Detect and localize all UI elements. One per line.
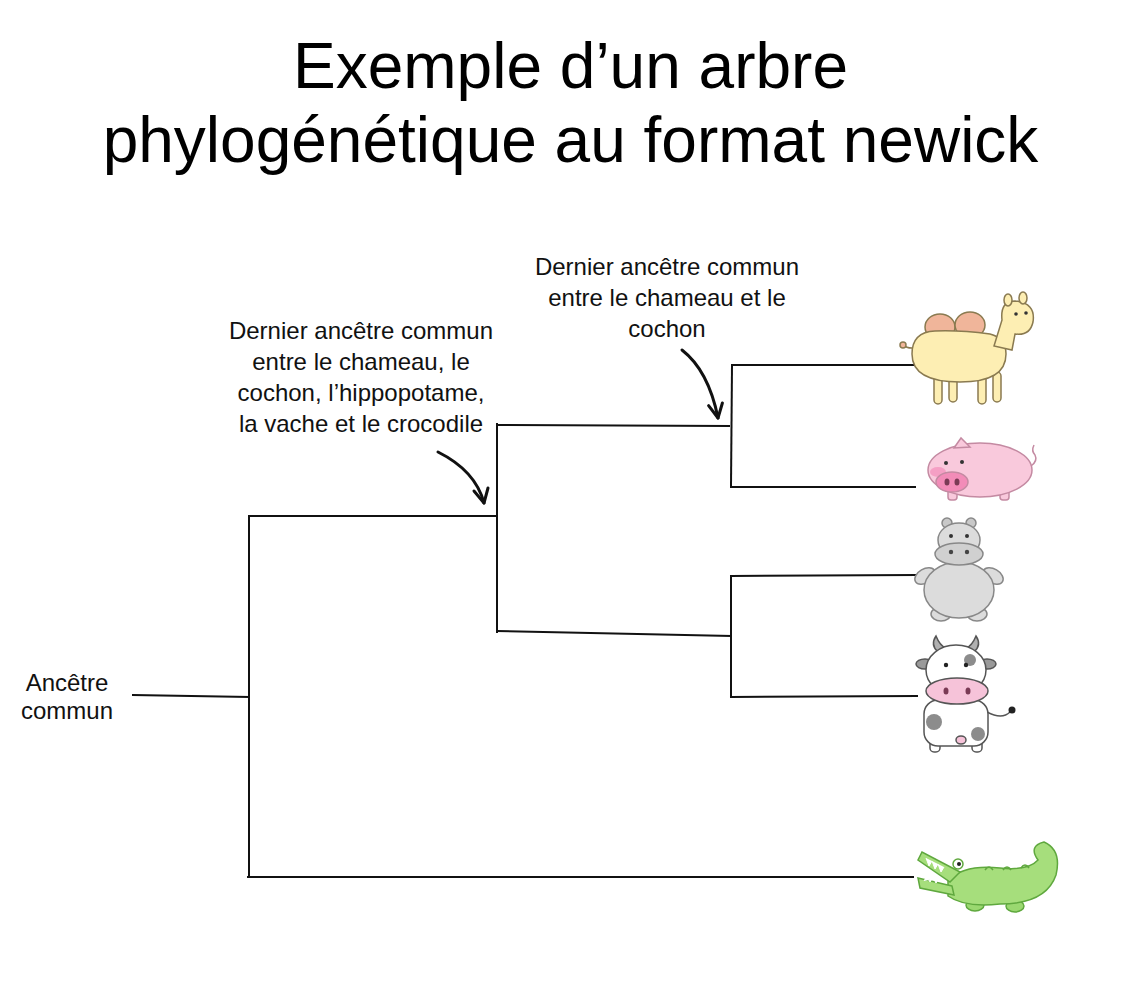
crocodile-body [948,842,1058,905]
cow-muzzle [926,678,988,704]
cow-body [924,700,988,746]
pig-tail [1031,445,1036,466]
camel-head [994,301,1033,350]
title: Exemple d’un arbre phylogénétique au for… [68,29,1073,177]
camel-tail-tuft [900,342,906,348]
cow-eye [944,663,948,667]
cow-tail-tip [1009,707,1016,714]
ancestor-note: Dernier ancêtre commun entre le chameau … [533,251,801,344]
root-branch [133,695,249,697]
crocodile-eye [953,859,963,869]
pig-snout [936,472,968,492]
cow-nostril [944,688,949,695]
cow-spot [926,714,942,730]
branch [733,364,915,366]
cow-figure [916,636,1016,752]
cow-tail [987,712,1010,716]
camel-leg [993,372,1001,402]
ancestor-note: Dernier ancêtre commun entre le chameau,… [227,315,495,439]
branch [731,486,915,488]
branch [731,575,917,576]
camel-eye [1014,312,1018,316]
pig-nostril [955,479,960,486]
camel-ear [1019,292,1027,304]
crocodile-figure [918,842,1058,912]
arrow-head [709,403,723,418]
cow-udder [956,736,966,744]
hippo-eye [965,534,969,538]
pig-eye [944,461,948,465]
hippo-body [924,562,994,618]
hippo-eye [949,534,953,538]
crocodile-teeth [926,858,944,872]
hippo-nostril [949,550,953,554]
camel-ear [1004,294,1012,306]
branch [731,365,732,487]
branch [497,425,729,426]
branch [730,576,732,697]
root-label: Ancêtre commun [12,669,122,725]
crocodile-scales [985,865,1029,870]
pig-ear [954,438,970,448]
pig-nostril [945,479,950,486]
branch [248,516,250,877]
cow-eye [964,663,968,667]
branch [731,696,917,697]
camel-body [912,331,1006,382]
camel-eye [1024,311,1028,315]
branch [248,876,913,878]
camel-figure [900,292,1033,404]
pointer-arrow [682,350,718,418]
hippo-figure [912,518,1006,621]
cow-spot [971,727,985,741]
hippo-nostril [965,550,969,554]
pig-eye [960,460,964,464]
branch [496,424,498,632]
arrow-head [474,488,488,503]
pig-figure [928,438,1036,500]
branch [250,515,497,517]
crocodile-pupil [957,862,961,866]
hippo-muzzle [935,543,983,565]
branch [497,631,731,636]
tree-branches [133,365,917,877]
crocodile-teeth [924,876,939,883]
cow-nostril [966,688,971,695]
pig-body [928,443,1032,497]
